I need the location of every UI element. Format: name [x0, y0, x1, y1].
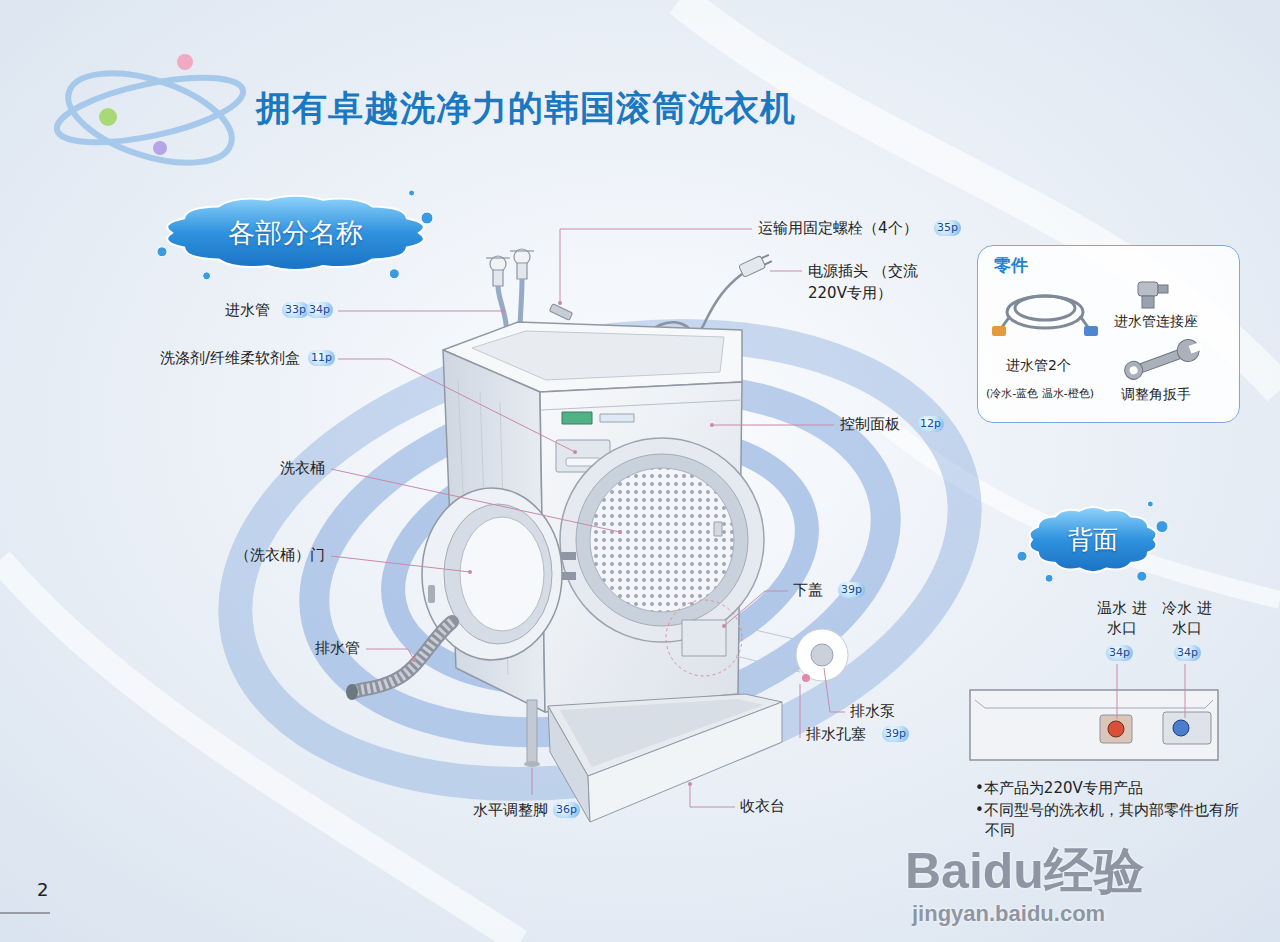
- cloud-outline: [1030, 507, 1157, 572]
- callout-number: 34p: [1106, 645, 1133, 661]
- part-name: 调整角扳手: [1121, 385, 1191, 403]
- part-note: (冷水-蓝色 温水-橙色): [986, 387, 1094, 401]
- cloud-droplet: [389, 269, 399, 279]
- part-label: 排水管: [315, 638, 360, 658]
- note: •本产品为220V专用产品: [975, 778, 1143, 798]
- leader-lines: [331, 229, 1185, 807]
- callout-number: 36p: [553, 802, 580, 818]
- callout-number: 35p: [934, 220, 961, 236]
- callout-number: 39p: [838, 582, 865, 598]
- cloud-droplet: [157, 247, 167, 257]
- cloud-droplet: [408, 190, 414, 196]
- part-label: 洗涤剂/纤维柔软剂盒: [160, 348, 300, 368]
- part-label: 下盖: [793, 580, 823, 600]
- part-label: 排水孔塞: [806, 724, 866, 744]
- watermark: Baidu经验: [905, 844, 1144, 899]
- cloud-droplet: [1156, 521, 1168, 533]
- hose-icon: [1000, 296, 1090, 330]
- part-label: 水平调整脚: [473, 800, 548, 820]
- cloud-droplet: [202, 272, 210, 280]
- part-label: 运输用固定螺栓（4个）: [758, 218, 918, 238]
- part-label: 收衣台: [740, 796, 785, 816]
- part-label: 电源插头 （交流220V专用）: [808, 260, 953, 304]
- callout-number: 11p: [308, 350, 335, 366]
- part-label: 排水泵: [850, 701, 895, 721]
- callout-number: 12p: [917, 416, 944, 432]
- part-label: 控制面板: [840, 414, 900, 434]
- cloud-droplet: [421, 212, 433, 224]
- page-rule: [0, 913, 50, 914]
- section-cloud: 各部分名称: [172, 199, 419, 267]
- callout-number: 34p: [1174, 645, 1201, 661]
- section-cloud: 背面: [1032, 510, 1154, 569]
- callout-number: 34p: [306, 302, 333, 318]
- cloud-outline: [167, 196, 424, 270]
- port-label: 温水 进水口: [1094, 598, 1150, 638]
- wrench-icon: [1121, 335, 1205, 383]
- parts-box-ground: [977, 245, 1240, 423]
- cloud-droplet: [1137, 572, 1147, 582]
- connector-icon: [1138, 282, 1168, 308]
- cloud-heading: 背面: [1068, 524, 1118, 555]
- hose-fitting: [1084, 326, 1098, 336]
- part-name: 进水管连接座: [1114, 312, 1198, 330]
- parts-heading: 零件: [994, 254, 1028, 276]
- note: •不同型号的洗衣机，其内部零件也有所不同: [975, 800, 1243, 840]
- orbit-logo: [52, 54, 249, 180]
- parts-box: 零件进水管连接座进水管2个 (冷水-蓝色 温水-橙色) 调整角扳手: [977, 245, 1240, 423]
- part-label: （洗衣桶）门: [235, 545, 325, 565]
- blue-rings: [193, 273, 1006, 847]
- part-name: 进水管2个: [1006, 356, 1071, 374]
- port-label: 冷水 进水口: [1159, 598, 1215, 638]
- watermark: jingyan.baidu.com: [912, 902, 1105, 926]
- washing-machine: [346, 249, 848, 822]
- back-panel: [970, 690, 1218, 760]
- callout-number: 39p: [882, 726, 909, 742]
- part-label: 进水管: [225, 300, 270, 320]
- page-number: 2: [37, 880, 48, 900]
- page-title: 拥有卓越洗净力的韩国滚筒洗衣机: [256, 86, 796, 130]
- leader-dots: [412, 301, 726, 786]
- cloud-droplet: [1045, 575, 1053, 583]
- callout-number: 33p: [282, 302, 309, 318]
- part-label: 洗衣桶: [280, 458, 325, 478]
- cloud-heading: 各部分名称: [228, 216, 363, 250]
- cloud-droplet: [1017, 552, 1027, 562]
- hose-fitting: [992, 326, 1006, 336]
- cloud-droplet: [1147, 501, 1153, 507]
